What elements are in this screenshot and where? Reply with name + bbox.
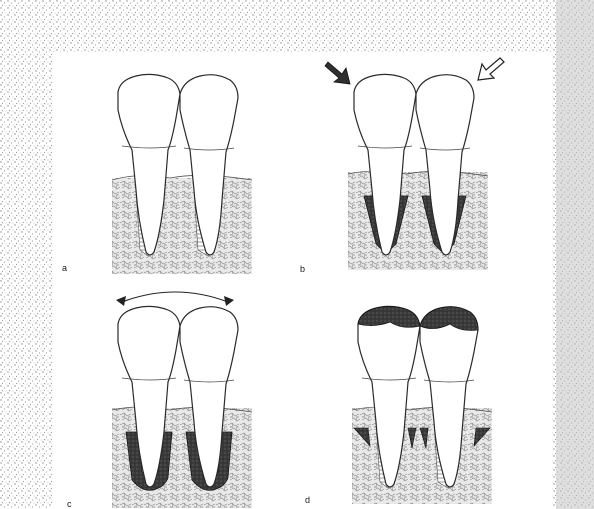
bone-illustration: [348, 172, 488, 270]
panel-label-b: b: [300, 265, 305, 274]
panel-label-d: d: [305, 496, 310, 505]
bone-illustration: [112, 178, 252, 274]
bone-illustration: [352, 408, 492, 504]
scan-edge-shadow: [556, 0, 594, 509]
panel-label-c: c: [67, 500, 72, 509]
panel-b: [348, 74, 488, 270]
panel-label-a: a: [62, 264, 67, 273]
